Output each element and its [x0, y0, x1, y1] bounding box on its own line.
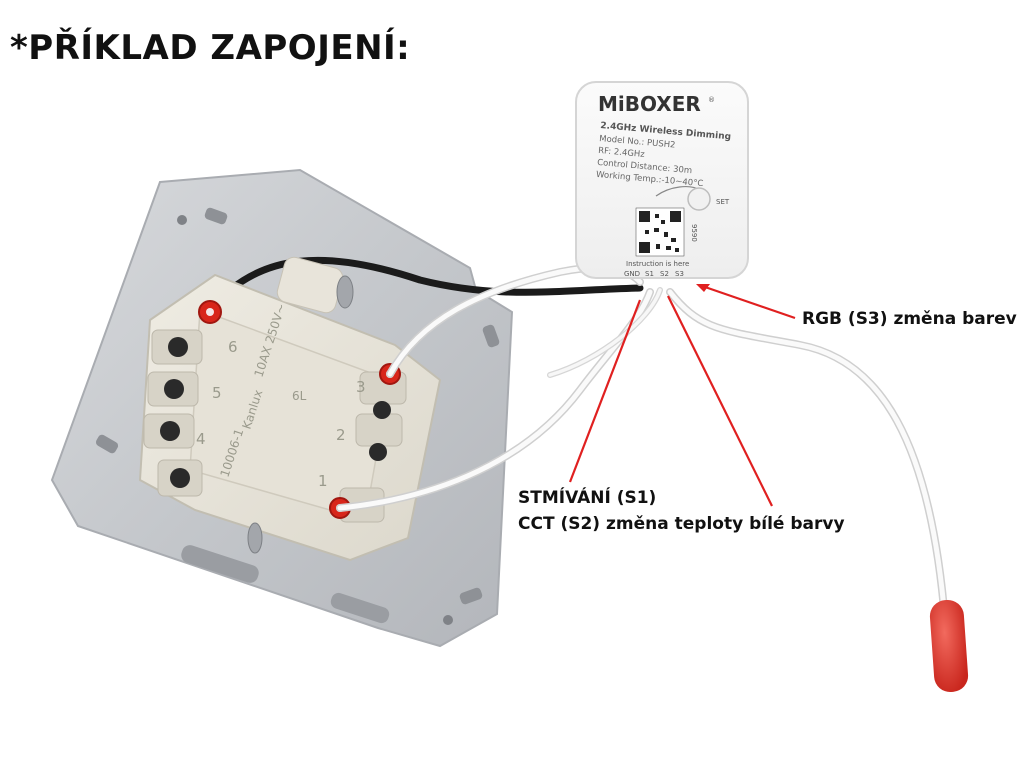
switch-mechanism: 6 5 4 3 2 1 10AX 250V~ Kanlux 10006-1 6L [138, 256, 442, 562]
rgb-pointer-line [704, 285, 796, 320]
set-label: SET [716, 198, 730, 206]
black-wire [206, 256, 644, 314]
terminal-number-1: 1 [318, 472, 328, 490]
set-button[interactable] [687, 187, 711, 211]
device-rf: RF: 2.4GHz [598, 146, 646, 160]
terminal-number-2: 2 [336, 426, 346, 444]
dim-pointer-line [568, 299, 642, 483]
terminal-gnd: GND [624, 270, 640, 278]
cct-pointer-line [667, 295, 773, 507]
page-heading: *PŘÍKLAD ZAPOJENÍ: [10, 28, 411, 68]
terminal-number-4: 4 [196, 430, 206, 448]
terminal-number-6: 6 [228, 338, 238, 356]
annotation-lines [568, 284, 796, 507]
terminal-s2: S2 [660, 270, 669, 278]
terminal-s3: S3 [675, 270, 684, 278]
terminal-number-5: 5 [212, 384, 222, 402]
device-trademark: ® [708, 96, 715, 104]
callout-cct: CCT (S2) změna teploty bílé barvy [518, 514, 845, 534]
terminal-blocks [143, 329, 407, 523]
red-end-cap [929, 600, 969, 692]
device-serial: 9590 [690, 224, 698, 242]
switch-label-6l: 6L [292, 389, 307, 403]
device-brand: MiBOXER [598, 92, 701, 116]
callout-rgb: RGB (S3) změna barev [802, 309, 1017, 329]
terminal-s1: S1 [645, 270, 654, 278]
instruction-text: Instruction is here [626, 260, 689, 268]
terminal-labels: GND S1 S2 S3 [624, 270, 684, 278]
terminal-number-3: 3 [356, 378, 366, 396]
miboxer-module: MiBOXER ® 2.4GHz Wireless Dimming Model … [575, 81, 749, 279]
callout-dimming: STMÍVÁNÍ (S1) [518, 488, 657, 508]
qr-code [635, 207, 685, 257]
